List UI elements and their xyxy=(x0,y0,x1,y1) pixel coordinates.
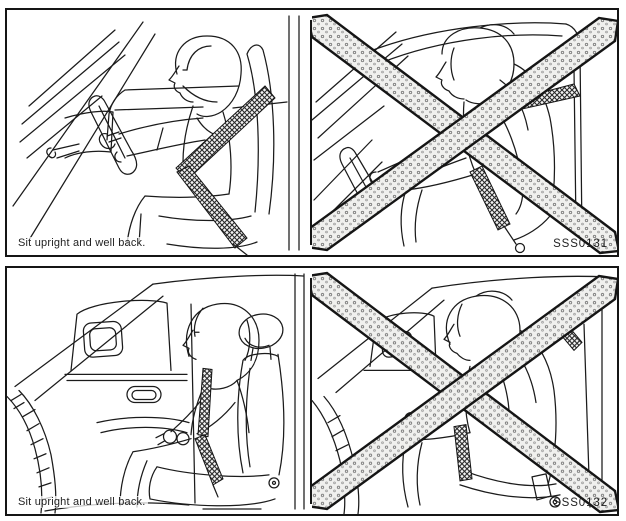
illustration-passenger-upright xyxy=(7,268,311,514)
seat-belt-lap xyxy=(194,434,224,486)
prohibition-x-mark xyxy=(312,274,617,511)
illustration-driver-reclined-crossed xyxy=(312,10,617,255)
prohibition-x-mark xyxy=(312,16,617,252)
seat-back-upright xyxy=(246,44,275,215)
figure-caption: Sit upright and well back. xyxy=(16,237,148,249)
a-pillar-lines xyxy=(12,21,156,241)
seat-back-upright xyxy=(237,352,285,476)
figure-code: SSS0131 xyxy=(553,238,608,250)
seat-cushion xyxy=(158,215,258,249)
roof-line xyxy=(431,275,607,289)
panel-divider xyxy=(310,20,312,245)
door-handle xyxy=(126,385,162,404)
seat-belt-loose xyxy=(469,165,511,231)
dashboard xyxy=(7,389,57,514)
headrest xyxy=(238,313,284,350)
dashboard xyxy=(64,85,240,159)
side-mirror xyxy=(82,320,124,358)
driver-head xyxy=(175,35,242,118)
driver-face xyxy=(168,65,194,103)
side-mirror-inner xyxy=(89,327,117,352)
hand xyxy=(176,432,190,446)
belt-buckle xyxy=(212,484,219,498)
hands-on-wheel xyxy=(98,131,122,163)
belt-anchor xyxy=(549,496,561,508)
seat-belt-lap xyxy=(176,165,248,249)
door-handle-inner xyxy=(131,389,157,401)
dashboard-vent-hatch xyxy=(327,414,355,480)
seat-belt-shoulder xyxy=(197,367,213,438)
a-pillar-lines xyxy=(14,283,164,402)
illustration-driver-upright xyxy=(7,10,311,255)
driver-face xyxy=(435,61,465,100)
windshield-hatch-lines xyxy=(19,29,126,159)
figure-caption: Sit upright and well back. xyxy=(16,496,148,508)
belt-anchor-center xyxy=(552,499,558,505)
fingers xyxy=(155,433,166,446)
hand xyxy=(162,429,178,444)
door-window xyxy=(64,299,188,382)
passenger-face xyxy=(443,323,471,362)
illustration-passenger-reclined-crossed xyxy=(312,268,617,514)
roof-line xyxy=(152,274,304,285)
seat-belt-shoulder xyxy=(175,85,276,181)
belt-anchor xyxy=(514,242,526,254)
b-pillar xyxy=(294,273,305,510)
arms xyxy=(118,117,206,157)
panel-driver-posture: Sit upright and well back. SSS0131 xyxy=(5,8,619,257)
recline-knob-center xyxy=(271,480,277,486)
roof-lines xyxy=(367,22,567,65)
belt-buckle xyxy=(503,225,517,245)
passenger-head xyxy=(185,302,260,390)
belt-buckle-bracket xyxy=(531,473,552,501)
passenger-face xyxy=(182,329,200,360)
b-pillar xyxy=(232,15,300,251)
panel-divider xyxy=(310,278,312,504)
panel-passenger-posture: Sit upright and well back. SSS0132 xyxy=(5,266,619,516)
dashboard-vent-hatch xyxy=(10,393,53,501)
figure-code: SSS0132 xyxy=(553,497,608,509)
turn-signal-stalk xyxy=(46,143,80,159)
door-armrest xyxy=(44,303,196,512)
steering-wheel xyxy=(88,95,138,175)
seat-cushion xyxy=(459,470,561,499)
recline-knob xyxy=(268,477,280,489)
belt-buckle xyxy=(232,243,248,255)
seat-belt-loose xyxy=(453,424,473,482)
